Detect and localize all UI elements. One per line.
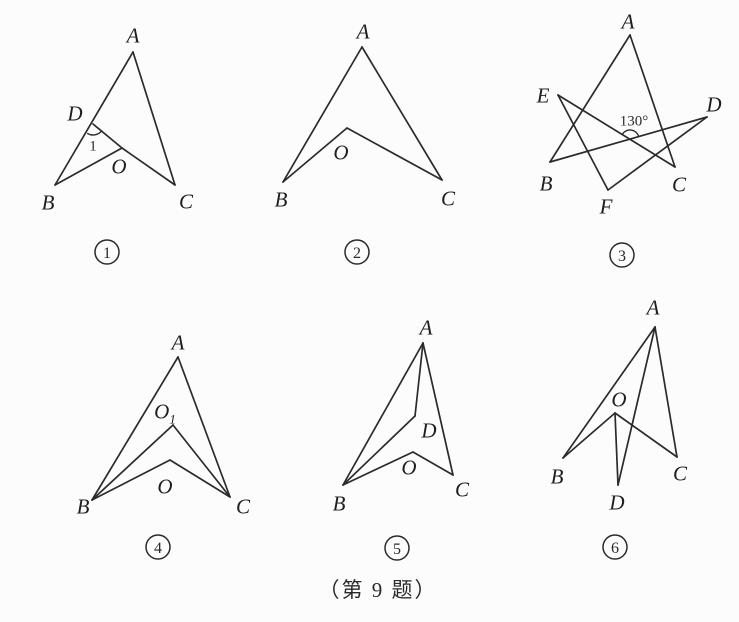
figure-3-label-B: B	[540, 171, 553, 195]
figure-2-number-circle	[344, 239, 370, 265]
figure-4-segment-AC	[177, 356, 231, 498]
figure-6: A B C O D 6	[551, 295, 688, 560]
figure-5-segment-BO	[342, 451, 414, 486]
figure-4-segment-BO1	[91, 424, 174, 501]
figure-2-segment-OC	[346, 127, 443, 181]
figure-2-label-A: A	[355, 19, 370, 43]
figure-6-segment-AD	[617, 326, 656, 486]
figure-3-segment-AB	[549, 34, 631, 163]
figure-5-segment-AD	[414, 342, 424, 417]
figure-1-segment-DO	[92, 123, 123, 149]
figure-5-label-D: D	[420, 418, 436, 442]
figure-5-label-A: A	[418, 315, 433, 339]
figure-3-number: 3	[618, 248, 626, 265]
figure-2-segment-BO	[282, 127, 348, 183]
figure-1-angle-label: 1	[89, 138, 97, 154]
figure-4-label-A: A	[170, 330, 185, 354]
figure-6-label-C: C	[673, 461, 688, 485]
figure-3-label-A: A	[620, 9, 635, 33]
figure-6-label-D: D	[608, 490, 624, 514]
figure-6-segment-OD	[614, 412, 619, 486]
figure-2-segment-AB	[282, 46, 363, 183]
figure-4-label-C: C	[236, 494, 251, 518]
figure-4-segment-O1C	[172, 424, 231, 498]
figure-3-segment-AC	[629, 34, 676, 168]
figure-3: A E D B C F 130° 3	[536, 9, 722, 268]
figure-1-segment-AC	[132, 51, 176, 186]
figure-1-number: 1	[103, 245, 111, 262]
figure-1-label-C: C	[179, 189, 194, 213]
figure-2-label-O: O	[333, 140, 348, 164]
figure-6-label-O: O	[611, 387, 626, 411]
figure-5: A B C DO 5	[333, 315, 470, 561]
figure-1-label-D: D	[66, 101, 82, 125]
figure-4-label-B: B	[77, 494, 90, 518]
figure-1-angle-arc	[86, 130, 103, 136]
figure-3-angle-arc	[621, 129, 640, 137]
figure-5-segment-DB	[342, 415, 416, 486]
figure-4-segment-BO	[91, 459, 171, 501]
figure-2-number: 2	[353, 245, 361, 262]
figure-3-segment-FD	[607, 116, 708, 191]
figure-5-number: 5	[393, 541, 401, 558]
figure-2-label-C: C	[441, 186, 456, 210]
figure-1-label-B: B	[42, 190, 55, 214]
caption: （第 9 题）	[318, 578, 438, 602]
figure-3-label-E: E	[536, 83, 550, 107]
figure-4-number-circle	[145, 534, 171, 560]
figure-1-segment-OC	[121, 147, 176, 186]
figure-5-label-C: C	[455, 477, 470, 501]
figure-2: A B C O 2	[275, 19, 456, 265]
figure-3-segment-EF	[557, 94, 609, 191]
figure-3-label-C: C	[672, 172, 687, 196]
figure-6-label-B: B	[551, 464, 564, 488]
figure-4-label-O1: O1	[154, 399, 176, 426]
figure-2-segment-AC	[361, 46, 443, 181]
figure-3-segment-BD	[549, 116, 708, 163]
figure-3-label-F: F	[599, 194, 613, 218]
figure-6-number: 6	[611, 540, 619, 557]
figure-6-segment-OC	[614, 412, 678, 458]
figure-6-label-A: A	[645, 295, 660, 319]
figure-4-label-O: O	[157, 474, 172, 498]
figure-6-segment-AC	[654, 326, 678, 458]
figure-2-label-B: B	[275, 187, 288, 211]
figure-6-segment-BO	[562, 412, 616, 459]
figure-1-label-O: O	[111, 154, 126, 178]
figure-5-segment-AB	[342, 342, 424, 486]
figure-1-number-circle	[94, 239, 120, 265]
figure-4: A B C O1O 4	[77, 330, 251, 560]
figure-1-segment-BO	[54, 147, 123, 186]
figure-5-number-circle	[384, 535, 410, 561]
figure-1-segment-AB	[54, 51, 134, 186]
figure-4-segment-AB	[91, 356, 179, 501]
figure-5-label-B: B	[333, 491, 346, 515]
figure-5-segment-AC	[422, 342, 454, 476]
figure-3-angle-label: 130°	[620, 113, 649, 129]
figure-6-segment-AB	[562, 326, 656, 459]
figure-4-number: 4	[154, 540, 162, 557]
figure-4-segment-OC	[169, 459, 231, 498]
figure-3-label-D: D	[705, 92, 721, 116]
figure-1-label-A: A	[125, 23, 140, 47]
figure-3-number-circle	[609, 242, 635, 268]
figure-6-number-circle	[602, 534, 628, 560]
figure-5-segment-OC	[412, 451, 454, 476]
figure-5-label-O: O	[401, 455, 416, 479]
